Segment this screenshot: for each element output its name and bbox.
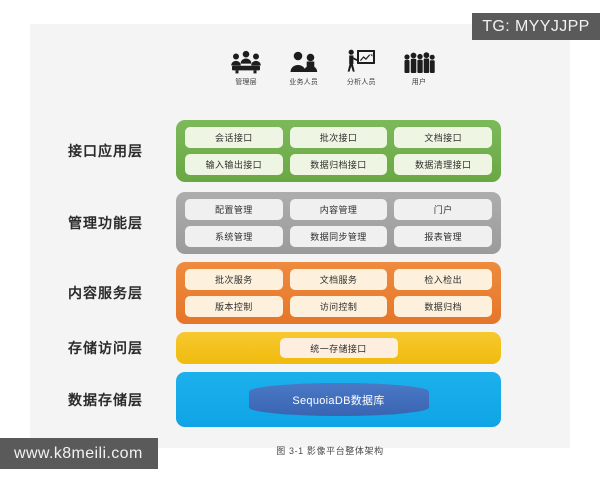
layer-label: 管理功能层 (68, 215, 143, 231)
layer-cell[interactable]: 配置管理 (185, 199, 283, 220)
actor-row: 管理层 业务人员 (220, 48, 445, 87)
layer-label: 存储访问层 (68, 340, 143, 356)
actor-label: 业务人员 (289, 79, 319, 86)
layer-data-storage: 数据存储层 SequoiaDB数据库 (68, 372, 501, 427)
layer-cell[interactable]: 数据同步管理 (289, 226, 388, 247)
layer-label: 内容服务层 (68, 285, 143, 301)
layer-cell[interactable]: 批次接口 (289, 127, 388, 148)
management-group-icon (220, 48, 272, 74)
actor-label: 用户 (411, 79, 427, 86)
layer-cell[interactable]: 内容管理 (289, 199, 388, 220)
actor-business-staff: 业务人员 (278, 48, 330, 87)
watermark-website: www.k8meili.com (0, 438, 158, 469)
band-row: 批次服务 文档服务 检入检出 (185, 269, 493, 290)
band-row: 配置管理 内容管理 门户 (185, 199, 493, 220)
actor-users: 用户 (393, 48, 445, 87)
layer-cell[interactable]: 访问控制 (289, 296, 388, 317)
layer-storage-access: 存储访问层 统一存储接口 (68, 332, 501, 364)
layer-cell[interactable]: 会话接口 (185, 127, 283, 148)
layer-cell[interactable]: 数据清理接口 (394, 154, 493, 175)
layer-cell[interactable]: 批次服务 (185, 269, 283, 290)
business-staff-icon (278, 48, 330, 74)
layer-cell[interactable]: 数据归档接口 (289, 154, 388, 175)
layer-cell[interactable]: 门户 (394, 199, 493, 220)
layer-band: 统一存储接口 (176, 332, 501, 364)
analyst-presentation-icon (335, 48, 387, 74)
layer-cell[interactable]: 输入输出接口 (185, 154, 283, 175)
watermark-telegram: TG: MYYJJPP (472, 13, 600, 40)
band-row: 版本控制 访问控制 数据归档 (185, 296, 493, 317)
layer-band: 配置管理 内容管理 门户 系统管理 数据同步管理 报表管理 (176, 192, 501, 254)
actor-management: 管理层 (220, 48, 272, 87)
layer-cell[interactable]: 系统管理 (185, 226, 283, 247)
layer-label: 接口应用层 (68, 143, 143, 159)
layer-band: SequoiaDB数据库 (176, 372, 501, 427)
layer-cell[interactable]: 数据归档 (394, 296, 493, 317)
layer-management-function: 管理功能层 配置管理 内容管理 门户 系统管理 数据同步管理 报表管理 (68, 192, 501, 254)
layer-band: 批次服务 文档服务 检入检出 版本控制 访问控制 数据归档 (176, 262, 501, 324)
layer-interface-application: 接口应用层 会话接口 批次接口 文档接口 输入输出接口 数据归档接口 数据清理接… (68, 120, 501, 182)
band-row: 统一存储接口 (185, 338, 492, 358)
layer-cell[interactable]: 版本控制 (185, 296, 283, 317)
actor-label: 管理层 (235, 79, 257, 86)
users-crowd-icon (393, 48, 445, 74)
layer-content-service: 内容服务层 批次服务 文档服务 检入检出 版本控制 访问控制 数据归档 (68, 262, 501, 324)
actor-analyst: 分析人员 (335, 48, 387, 87)
band-row: 输入输出接口 数据归档接口 数据清理接口 (185, 154, 493, 175)
layer-cell[interactable]: 文档接口 (394, 127, 493, 148)
layer-cell[interactable]: 统一存储接口 (279, 338, 398, 358)
layer-band: 会话接口 批次接口 文档接口 输入输出接口 数据归档接口 数据清理接口 (176, 120, 501, 182)
layer-cell[interactable]: 文档服务 (289, 269, 388, 290)
layer-label: 数据存储层 (68, 391, 143, 408)
layer-cell[interactable]: 报表管理 (394, 226, 493, 247)
band-row: 系统管理 数据同步管理 报表管理 (185, 226, 493, 247)
band-row: 会话接口 批次接口 文档接口 (185, 127, 493, 148)
band-row: SequoiaDB数据库 (176, 383, 501, 416)
figure-caption: 图 3-1 影像平台整体架构 (276, 446, 384, 456)
layer-cell[interactable]: 检入检出 (394, 269, 493, 290)
architecture-figure: 管理层 业务人员 (30, 24, 570, 456)
actor-label: 分析人员 (346, 79, 376, 86)
database-cylinder[interactable]: SequoiaDB数据库 (248, 383, 429, 416)
